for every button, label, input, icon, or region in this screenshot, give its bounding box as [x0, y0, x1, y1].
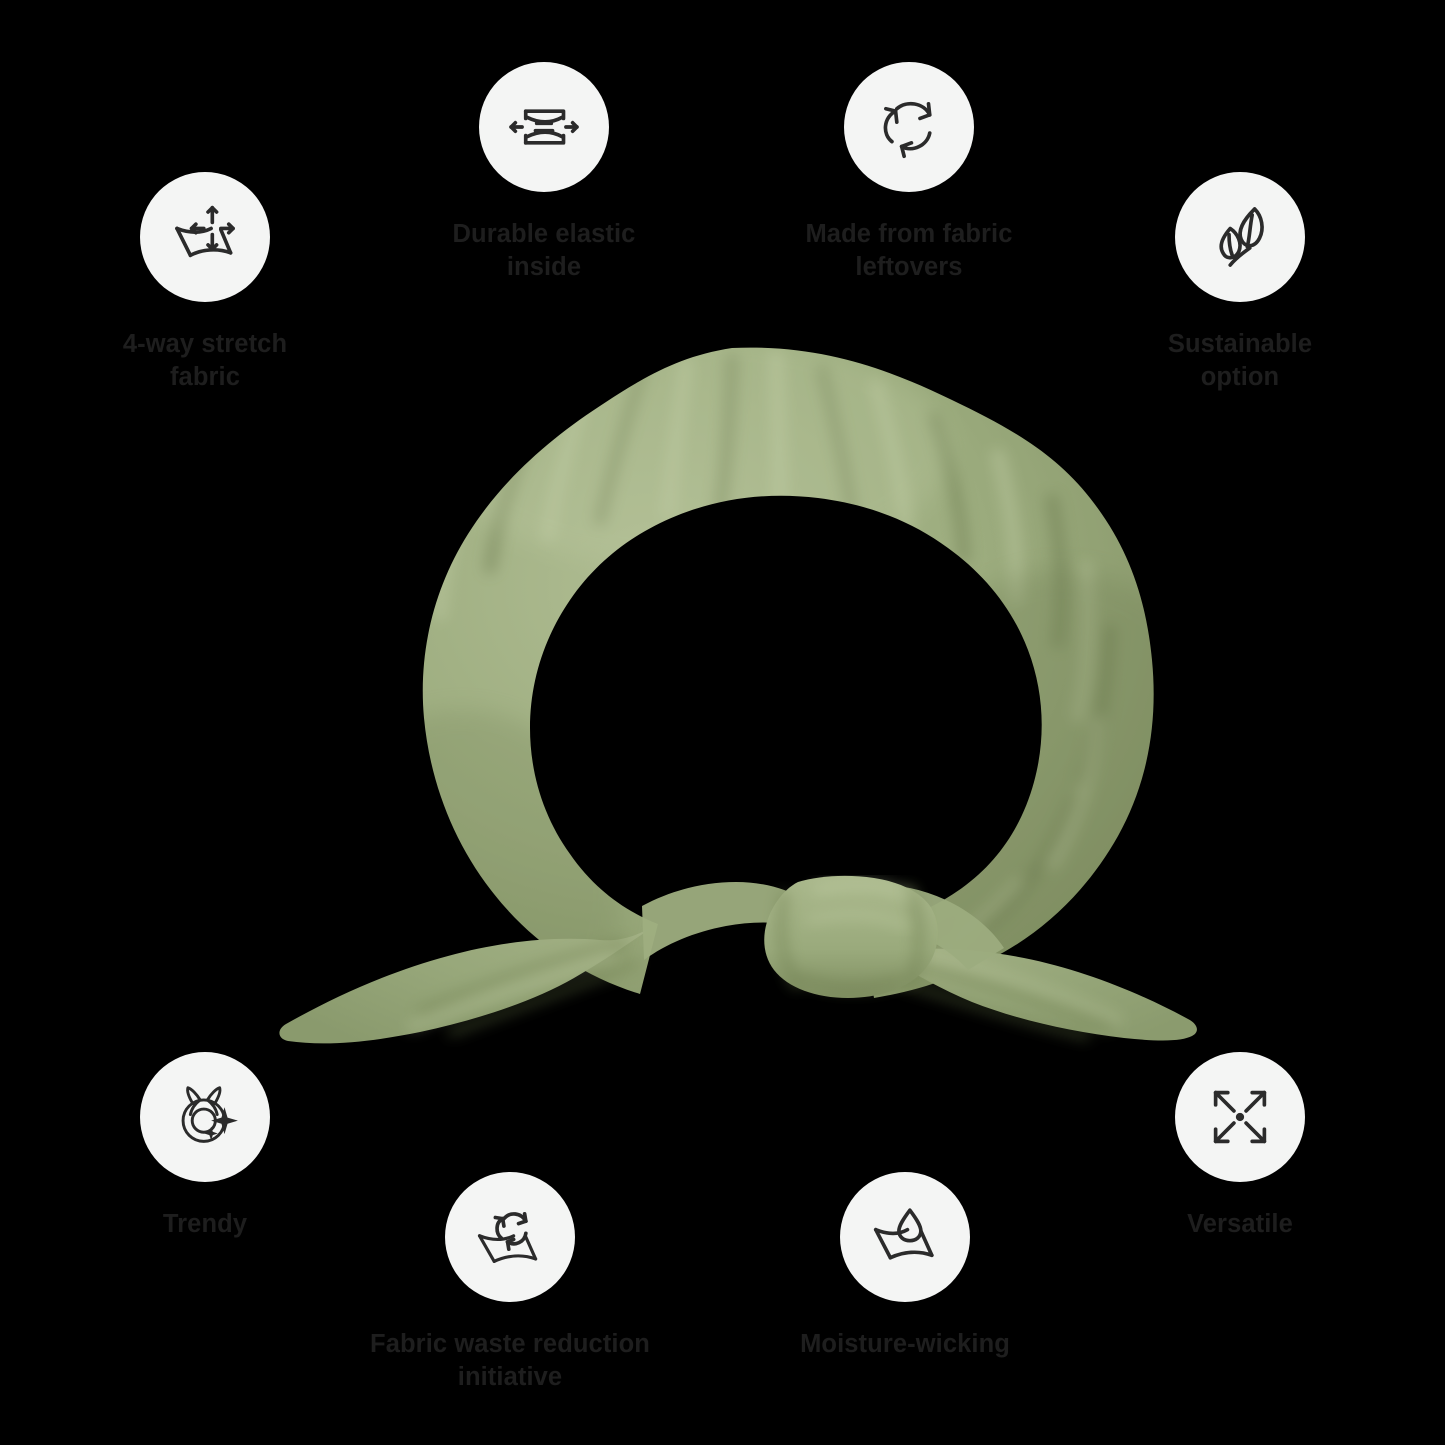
feature-label: 4-way stretch fabric	[122, 330, 288, 391]
feature-icon-circle	[840, 1172, 970, 1302]
feature-label: Made from fabric leftovers	[805, 220, 1013, 281]
feature-4-way-stretch-fabric: 4-way stretch fabric	[55, 172, 355, 393]
two-leaves-icon	[1201, 198, 1279, 276]
feature-made-from-fabric-leftovers: Made from fabric leftovers	[759, 62, 1059, 283]
feature-label: Moisture-wicking	[800, 1330, 1010, 1358]
feature-icon-circle	[445, 1172, 575, 1302]
product-image-tie-scrunchie	[262, 330, 1202, 1130]
tie-tail-left	[279, 926, 654, 1044]
bow-knot	[764, 875, 938, 998]
feature-icon-circle	[140, 172, 270, 302]
feature-icon-circle	[140, 1052, 270, 1182]
feature-label: Sustainable option	[1167, 330, 1313, 391]
expand-arrows-icon	[1201, 1078, 1279, 1156]
feature-durable-elastic-inside: Durable elastic inside	[394, 62, 694, 283]
fabric-four-way-arrows-icon	[166, 198, 244, 276]
feature-icon-circle	[1175, 172, 1305, 302]
feature-icon-circle	[844, 62, 974, 192]
feature-versatile: Versatile	[1090, 1052, 1390, 1241]
fabric-recycle-icon	[471, 1198, 549, 1276]
scrunchie-sparkle-icon	[166, 1078, 244, 1156]
elastic-band-stretch-icon	[505, 88, 583, 166]
feature-label: Trendy	[162, 1210, 248, 1238]
feature-fabric-waste-reduction-initiative: Fabric waste reduction initiative	[360, 1172, 660, 1393]
feature-sustainable-option: Sustainable option	[1090, 172, 1390, 393]
feature-label: Versatile	[1187, 1210, 1293, 1238]
feature-label: Durable elastic inside	[452, 220, 636, 281]
feature-trendy: Trendy	[55, 1052, 355, 1241]
feature-moisture-wicking: Moisture-wicking	[755, 1172, 1055, 1361]
feature-label: Fabric waste reduction initiative	[370, 1330, 650, 1391]
feature-icon-circle	[479, 62, 609, 192]
recycle-arrows-icon	[870, 88, 948, 166]
bow-loop-left	[642, 882, 818, 960]
feature-icon-circle	[1175, 1052, 1305, 1182]
fabric-water-drop-icon	[866, 1198, 944, 1276]
